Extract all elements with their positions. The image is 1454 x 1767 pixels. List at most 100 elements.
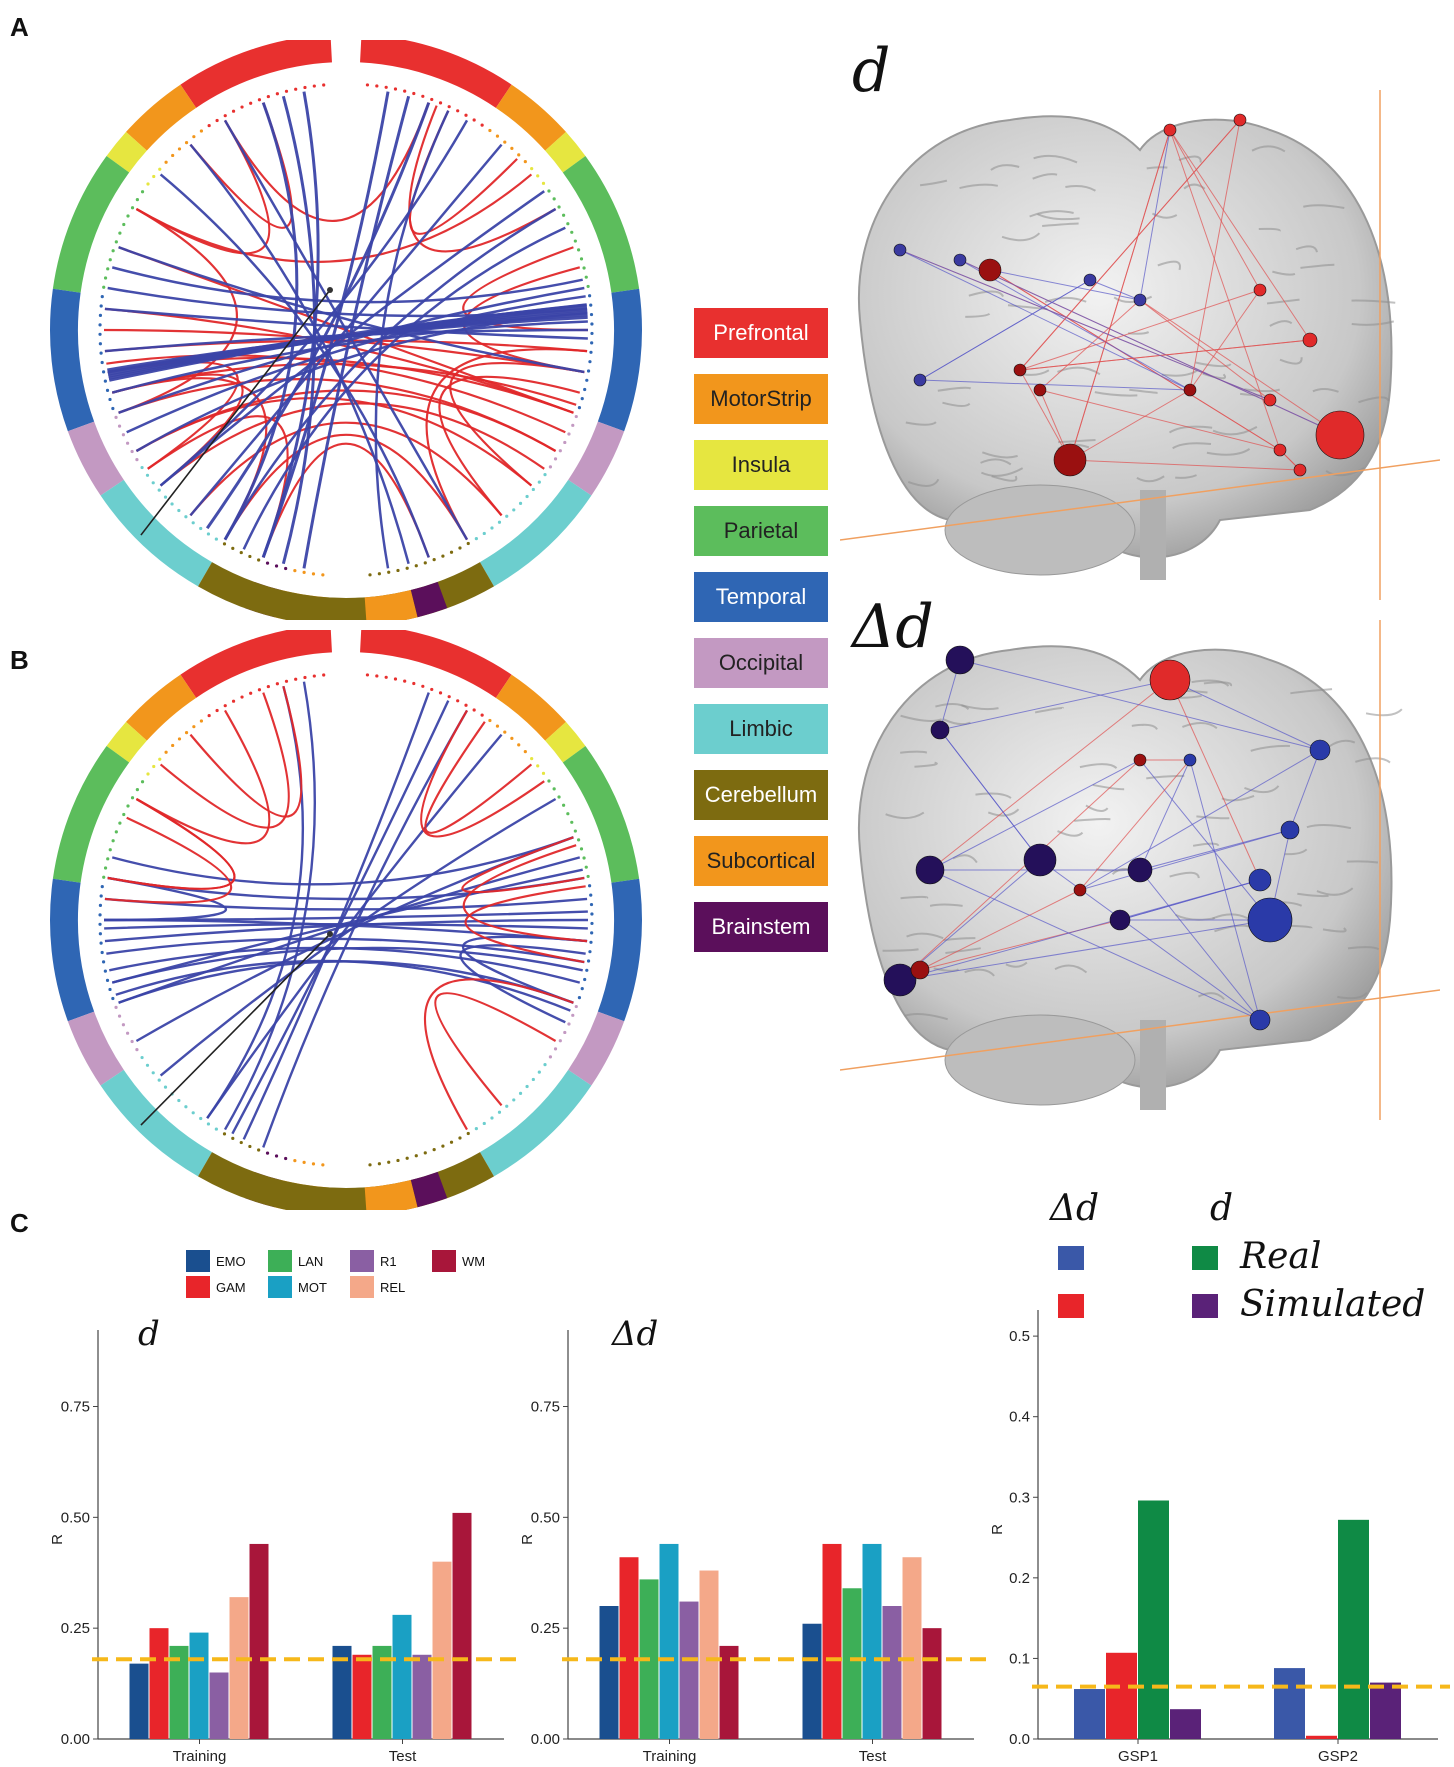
legend-swatch-d-simulated — [1192, 1294, 1218, 1318]
ring-segment — [360, 40, 512, 108]
network-node — [1249, 1009, 1271, 1031]
sulcus — [1198, 992, 1225, 1000]
connection-edge — [205, 102, 431, 530]
connection-edge — [461, 935, 588, 1004]
node-dot — [130, 796, 135, 800]
network-edge — [1019, 289, 1261, 371]
node-dot — [100, 295, 104, 299]
sulcus — [1272, 270, 1296, 276]
legend-region-occipital: Occipital — [694, 638, 828, 688]
bar-rel-test — [432, 1561, 452, 1739]
legend-region-limbic: Limbic — [694, 704, 828, 754]
ring-segment — [100, 479, 212, 587]
node-dot — [99, 351, 103, 355]
node-dot — [490, 526, 494, 530]
ring-segment — [495, 674, 566, 741]
connection-edge — [223, 207, 557, 541]
node-dot — [177, 1098, 181, 1103]
node-dot — [393, 87, 398, 91]
bar-mot-test — [392, 1614, 412, 1739]
sulcus — [1058, 438, 1096, 444]
network-edge — [989, 269, 1141, 301]
connection-edge — [118, 246, 585, 374]
connection-edge — [189, 143, 410, 565]
node-dot — [111, 249, 115, 253]
panel-label-b: B — [10, 645, 29, 675]
node-dot — [530, 757, 534, 761]
y-tick-label: 0.5 — [1009, 1328, 1030, 1345]
network-edge — [1169, 679, 1321, 751]
sulcus — [1131, 723, 1158, 730]
cerebellum-surface — [944, 1014, 1136, 1106]
node-dot — [414, 564, 418, 568]
network-edge — [899, 859, 1041, 981]
node-dot — [163, 495, 168, 499]
network-edge — [1039, 299, 1141, 391]
bar-lan-training — [169, 1645, 189, 1739]
network-node — [1280, 820, 1300, 840]
network-node — [1109, 909, 1131, 931]
sulcus — [1258, 227, 1281, 232]
node-dot — [579, 847, 584, 851]
bar-gam-training — [619, 1557, 639, 1739]
sulcus — [1337, 991, 1368, 1000]
bar-mot-training — [659, 1543, 679, 1739]
sulcus — [905, 421, 937, 426]
node-dot — [322, 673, 326, 677]
node-dot — [206, 532, 211, 536]
ring-segment — [67, 421, 124, 496]
connection-edge — [223, 119, 469, 541]
network-node — [1023, 843, 1057, 877]
node-dot — [438, 691, 443, 695]
sulcus — [1037, 213, 1080, 221]
ring-segment — [126, 674, 197, 741]
ring-segment — [364, 590, 418, 620]
node-dot — [537, 1070, 541, 1074]
node-dot — [257, 98, 262, 102]
ring-segment — [180, 630, 332, 698]
node-dot — [384, 85, 388, 89]
node-dot — [184, 731, 189, 735]
network-node — [1263, 393, 1277, 407]
node-dot — [140, 1055, 144, 1060]
legend-item-rel: REL — [350, 1276, 432, 1298]
node-dot — [365, 673, 370, 677]
connection-edge — [104, 307, 588, 340]
ring-segment — [67, 1011, 124, 1086]
brain-render-d — [840, 90, 1440, 600]
node-dot — [98, 332, 102, 336]
bar-emo-test — [802, 1623, 822, 1739]
node-dot — [303, 675, 307, 680]
node-dot — [387, 570, 391, 574]
node-dot — [284, 679, 289, 683]
network-edge — [1139, 759, 1271, 921]
ring-segment — [410, 581, 448, 618]
node-dot — [249, 101, 253, 105]
node-dot — [135, 198, 139, 202]
node-dot — [184, 1105, 188, 1109]
node-dot — [590, 912, 594, 916]
network-edge — [1069, 459, 1301, 471]
connection-edge — [223, 681, 316, 1131]
x-tick-label: Test — [389, 1748, 417, 1765]
sulcus — [900, 714, 943, 722]
node-dot — [570, 820, 574, 824]
network-edge — [929, 869, 1261, 1021]
axis-line — [840, 459, 1440, 541]
node-dot — [384, 675, 388, 679]
node-dot — [583, 387, 587, 392]
network-edge — [1069, 129, 1171, 461]
ring-segment — [180, 40, 332, 108]
network-edge — [1079, 829, 1291, 891]
bar-wm-training — [249, 1543, 269, 1739]
node-dot — [122, 812, 126, 817]
network-node — [1253, 283, 1267, 297]
connectome-circle-b — [50, 630, 642, 1210]
bar-gam-training — [149, 1628, 169, 1739]
task-legend: EMO LAN R1 WM GAM MOT REL — [186, 1248, 514, 1300]
node-dot — [215, 708, 219, 713]
node-dot — [108, 848, 112, 852]
ring-segment — [360, 630, 512, 698]
node-dot — [103, 379, 107, 383]
